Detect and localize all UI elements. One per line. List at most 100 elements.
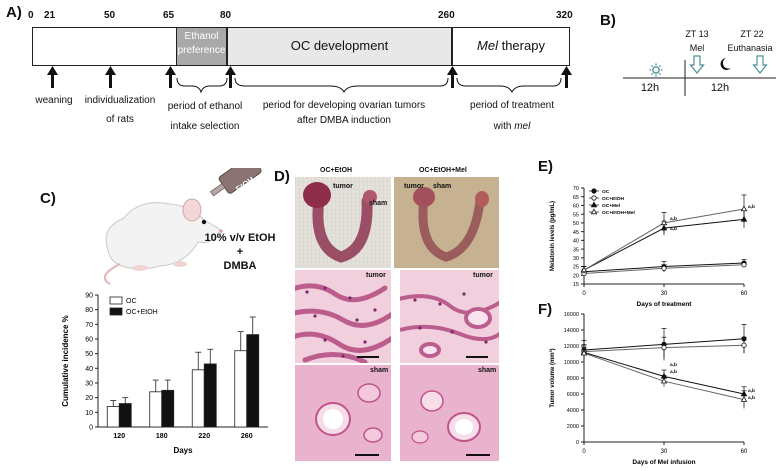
sun-icon — [649, 63, 663, 77]
timeline-tick-260: 260 — [438, 10, 455, 21]
x-axis-label: Days of treatment — [637, 301, 693, 308]
x-tick-label: 60 — [741, 449, 748, 455]
zt13-label: ZT 13 — [685, 29, 709, 39]
up-arrow-icon — [225, 66, 236, 88]
y-tick-label: 15 — [573, 282, 579, 288]
y-tick-label: 50 — [85, 351, 93, 358]
significance-annotation: a,b — [670, 216, 677, 222]
data-point — [580, 349, 588, 356]
label-oc-period-1: period for developing ovarian tumors — [262, 100, 426, 111]
y-tick-label: 60 — [573, 204, 579, 210]
treatment-line-1: 10% v/v EtOH — [204, 232, 276, 244]
y-tick-label: 0 — [89, 425, 93, 432]
x-axis-label: Days of Mel infusion — [632, 459, 695, 466]
histology-tumor-oc-etoh-mel — [400, 270, 499, 363]
sham-histology-image — [400, 365, 499, 461]
up-arrow-icon — [561, 66, 572, 88]
label-with: with — [493, 121, 512, 132]
y-tick-label: 8000 — [567, 376, 579, 382]
panel-e-letter: E) — [538, 158, 553, 175]
data-point — [660, 377, 668, 384]
treatment-line-3: DMBA — [223, 260, 257, 272]
histo-sham-label-2: sham — [478, 367, 497, 374]
y-tick-label: 4000 — [567, 408, 579, 414]
legend-label: OC+EtOH — [126, 309, 158, 316]
phase-mel-therapy — [452, 27, 570, 66]
x-tick-label: 120 — [113, 433, 125, 440]
histology-tumor-oc-etoh — [295, 270, 391, 363]
x-tick-label: 260 — [241, 433, 253, 440]
legend-label: OC+EtOH+Mel — [602, 210, 635, 216]
legend-swatch — [109, 307, 123, 316]
sham-histology-image — [295, 365, 391, 461]
y-tick-label: 6000 — [567, 392, 579, 398]
col-title-oc-etoh: OC+EtOH — [320, 167, 353, 174]
light-period-label: 12h — [640, 82, 660, 94]
y-axis-label: Melatonin levels (pg/mL) — [550, 201, 556, 271]
scale-bar — [466, 356, 488, 358]
x-tick-label: 0 — [582, 449, 586, 455]
bar-oc — [191, 369, 205, 428]
up-arrow-icon — [105, 66, 116, 88]
scale-bar — [357, 356, 379, 358]
y-tick-label: 2000 — [567, 424, 579, 430]
up-arrow-icon — [447, 66, 458, 88]
scale-bar — [466, 454, 490, 456]
y-tick-label: 20 — [573, 273, 579, 279]
circadian-diagram — [623, 55, 776, 96]
bar-oc — [106, 406, 120, 428]
y-tick-label: 40 — [85, 366, 93, 373]
zt22-label: ZT 22 — [740, 29, 764, 39]
up-arrow-icon — [47, 66, 58, 88]
panel-b-letter: B) — [600, 12, 616, 29]
timeline-brackets — [176, 77, 562, 94]
timeline-tick-50: 50 — [104, 10, 116, 21]
significance-annotation: a,b — [670, 362, 677, 368]
panel-a-letter: A) — [6, 4, 22, 21]
phase-oc-development-label: OC development — [290, 38, 389, 53]
y-axis-label: Tumor volume (mm³) — [549, 348, 556, 407]
data-point — [590, 208, 598, 215]
label-ethanol-period-1: period of ethanol — [167, 101, 243, 112]
bar-oc-etoh — [161, 389, 175, 428]
y-tick-label: 20 — [85, 395, 93, 402]
data-point — [740, 205, 748, 212]
timeline-arrows — [47, 66, 572, 88]
legend-label: OC+Mel — [602, 203, 620, 209]
phase-ethanol-label: Ethanol — [184, 31, 219, 42]
data-point — [580, 266, 588, 273]
phase-therapy-word: therapy — [501, 38, 545, 53]
treatment-line-2: + — [236, 246, 244, 258]
bar-oc-etoh — [203, 363, 217, 428]
down-arrow-icon — [752, 55, 768, 74]
x-tick-label: 30 — [661, 449, 668, 455]
histology-sham-oc-etoh-mel — [400, 365, 499, 461]
y-tick-label: 10 — [85, 410, 93, 417]
panel-d-letter: D) — [274, 168, 290, 185]
macro-tumor-label-1: tumor — [333, 183, 353, 190]
timeline-tick-320: 320 — [556, 10, 573, 21]
y-tick-label: 50 — [573, 221, 579, 227]
macro-photo-oc-etoh-mel — [394, 177, 499, 268]
histo-tumor-label-2: tumor — [473, 272, 493, 279]
phase-ethanol-preference — [176, 27, 227, 66]
significance-annotation: a,b — [748, 388, 755, 394]
y-tick-label: 55 — [573, 212, 579, 218]
y-tick-label: 45 — [573, 230, 579, 236]
legend-swatch — [109, 296, 123, 305]
data-point — [590, 201, 598, 208]
y-tick-label: 70 — [573, 186, 579, 192]
label-individualization: individualization — [84, 95, 156, 106]
y-tick-label: 14000 — [564, 328, 579, 334]
x-tick-label: 60 — [741, 291, 748, 297]
histo-sham-label-1: sham — [370, 367, 389, 374]
label-mel-italic: mel — [514, 121, 531, 132]
significance-annotation: a,b — [748, 204, 755, 210]
y-tick-label: 30 — [573, 256, 579, 262]
y-tick-label: 12000 — [564, 344, 579, 350]
macro-tumor-label-2: tumor — [404, 183, 424, 190]
bar-oc — [149, 391, 163, 428]
label-weaning: weaning — [35, 95, 73, 106]
